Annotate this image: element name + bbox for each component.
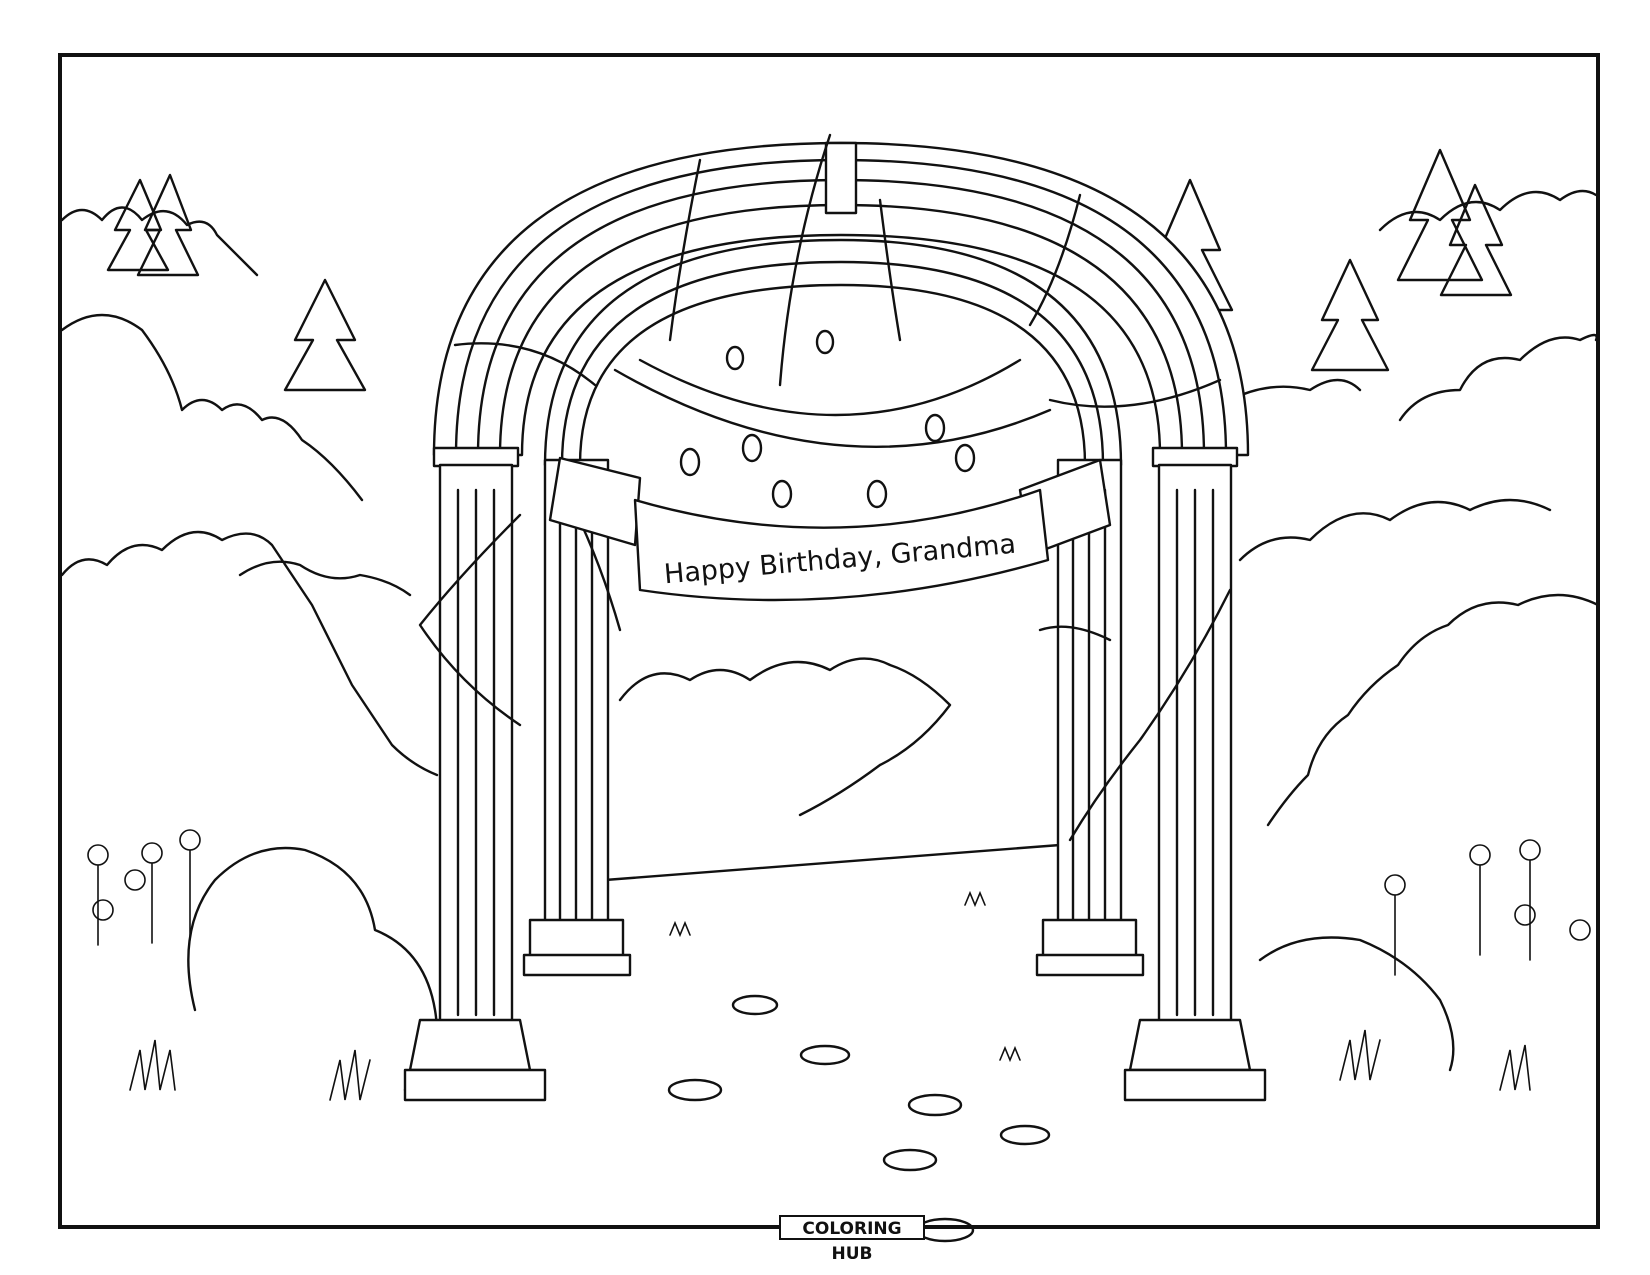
mid-bushes [60, 498, 1600, 827]
arch [432, 141, 1250, 467]
back-hills [60, 189, 1598, 502]
flowers [87, 829, 1591, 976]
vines [418, 133, 1232, 842]
string-lights [613, 329, 1052, 509]
columns [403, 446, 1267, 1102]
stepping-stones [667, 994, 1051, 1243]
banner-ribbon [548, 456, 1112, 602]
rock-left [187, 846, 1455, 1092]
grass [129, 890, 1531, 1101]
coloring-hub-logo: COLORING HUB [779, 1215, 925, 1264]
path-horizon [603, 843, 1062, 882]
